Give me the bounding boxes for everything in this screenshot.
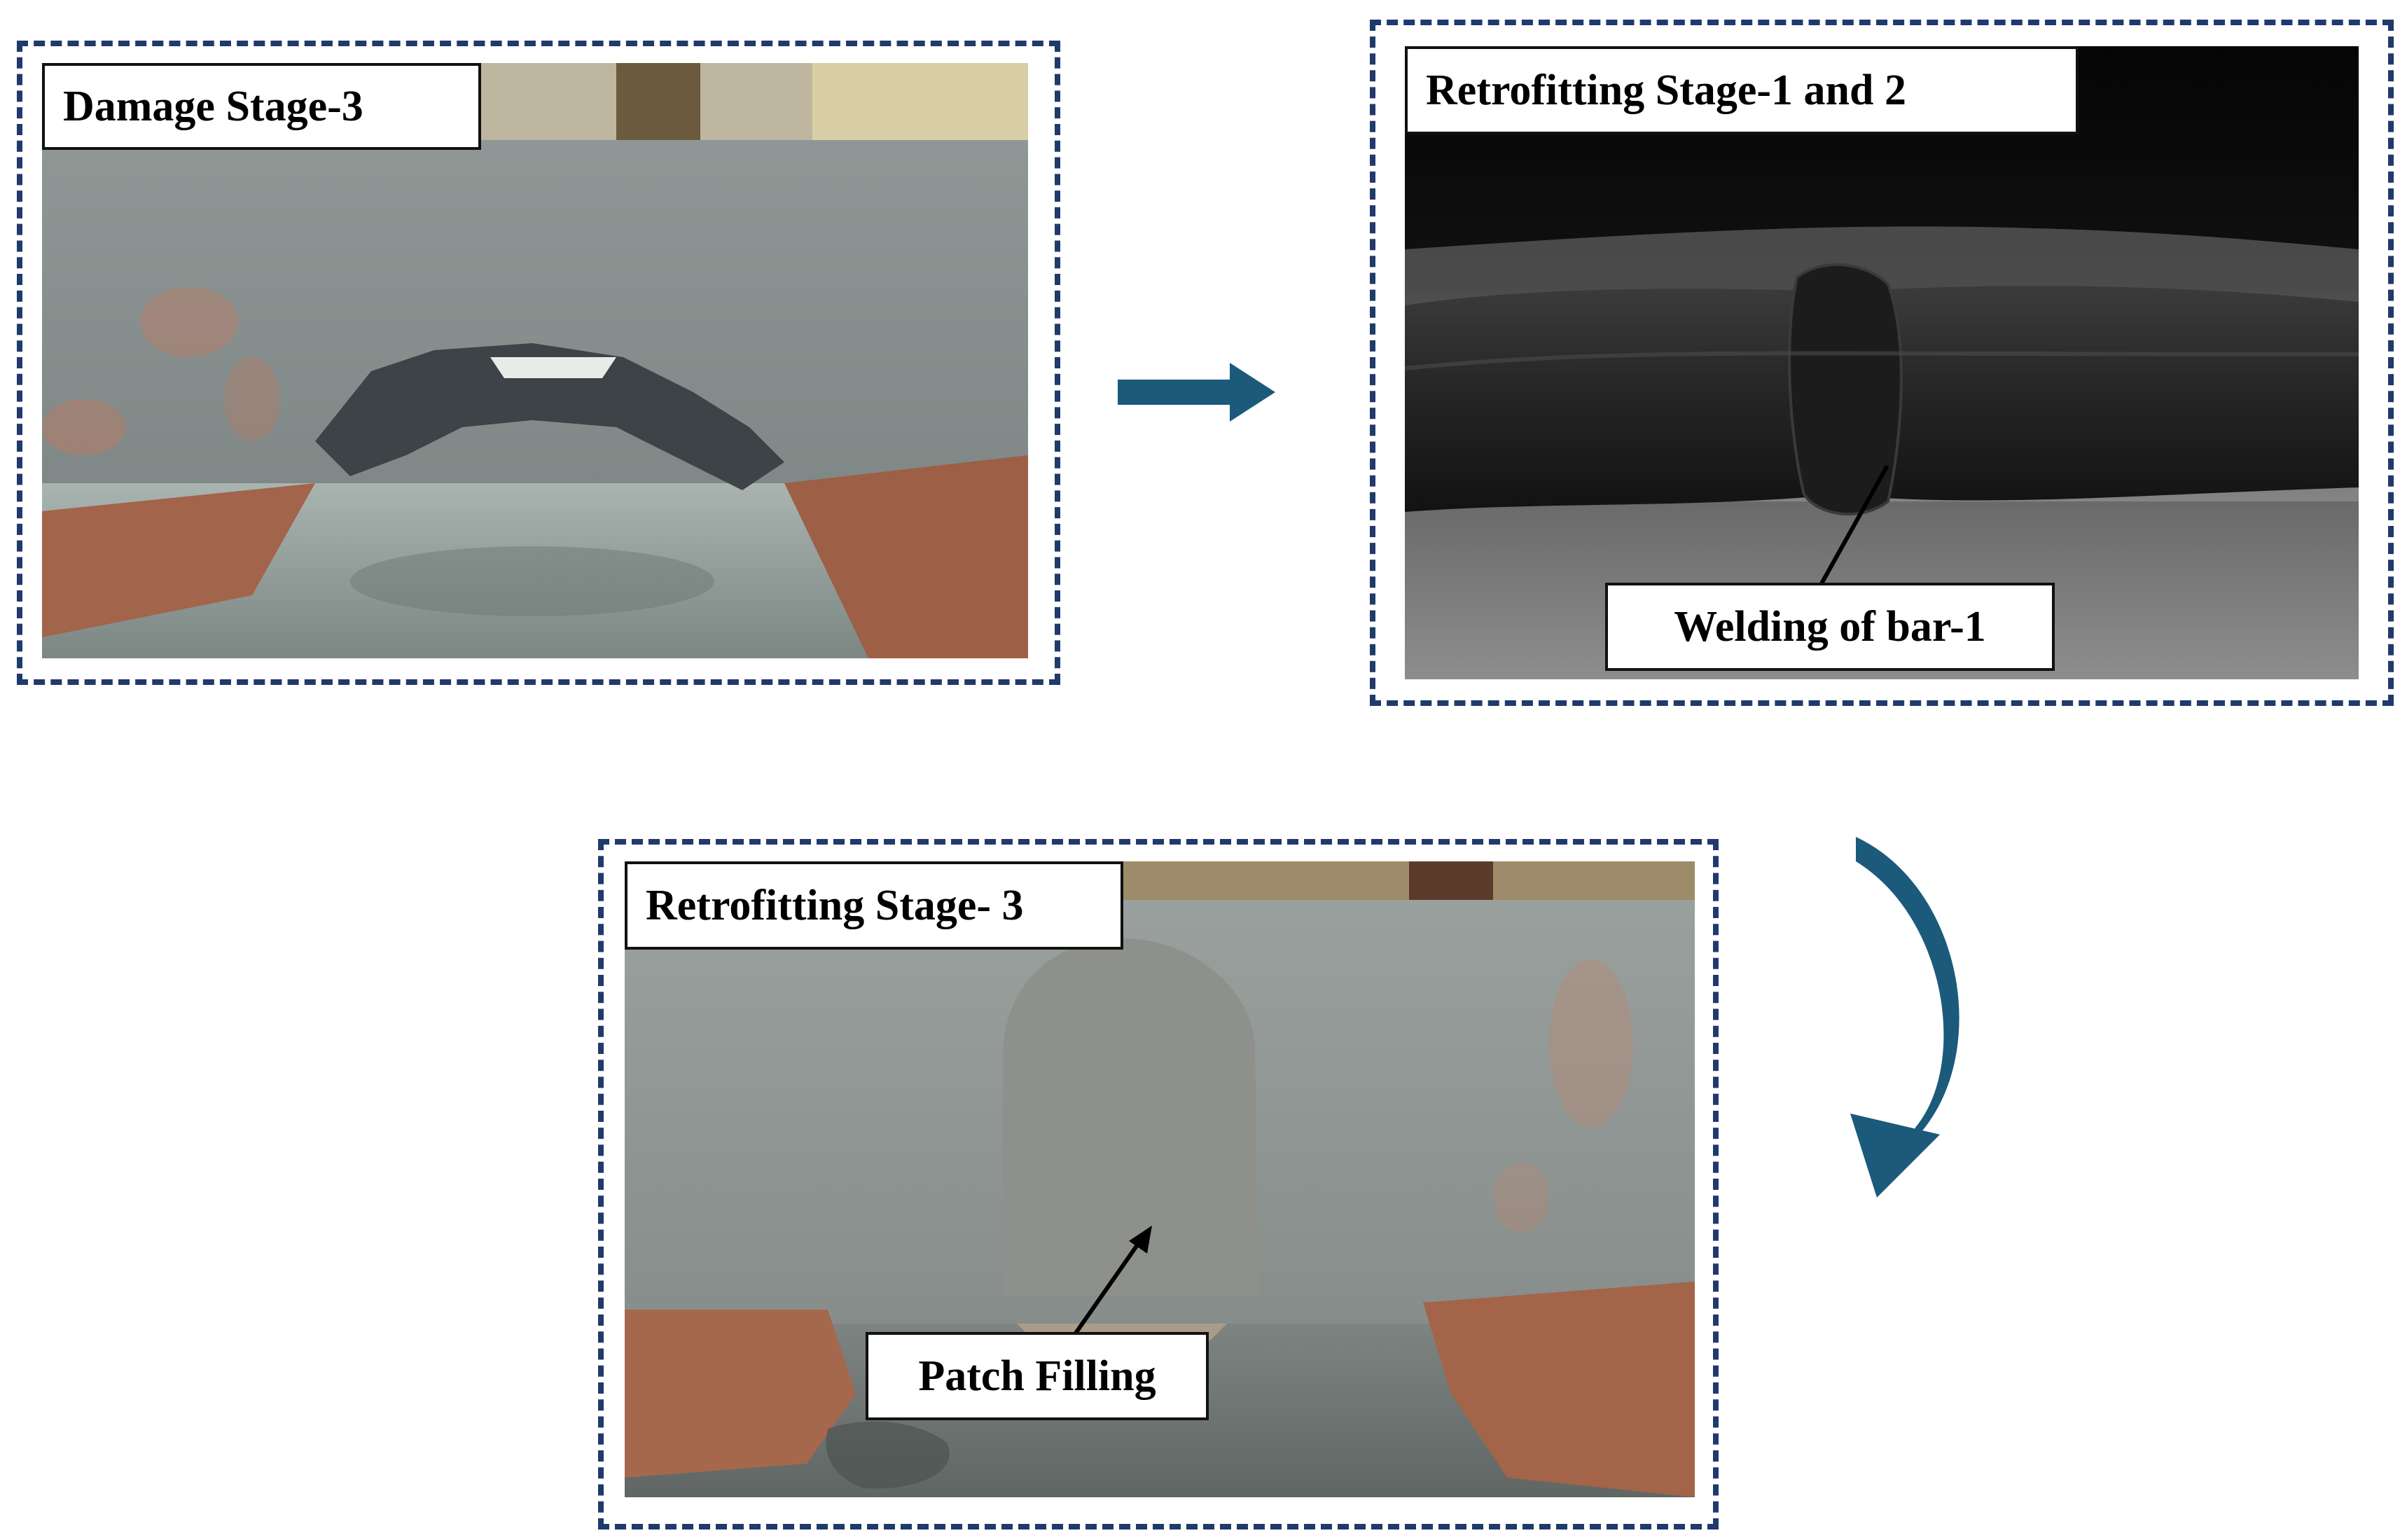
welding-callout-label: Welding of bar-1 — [1605, 583, 2055, 671]
retrofit-stage-1-2-panel — [1370, 20, 2394, 706]
patch-filling-callout-label: Patch Filling — [866, 1332, 1209, 1420]
patch-pointer-arrow — [1068, 1226, 1152, 1343]
welding-photo — [1405, 46, 2359, 679]
retrofit-stage-3-panel — [598, 839, 1719, 1529]
retrofit-stage-1-2-label: Retrofitting Stage-1 and 2 — [1405, 46, 2079, 134]
welding-pointer-line — [1819, 464, 1889, 586]
curved-arrow-icon — [1850, 837, 1959, 1198]
damage-stage-photo — [42, 63, 1028, 658]
damage-stage-label: Damage Stage-3 — [42, 63, 481, 150]
retrofit-stage-3-label: Retrofitting Stage- 3 — [625, 861, 1123, 950]
patch-filling-photo — [625, 861, 1695, 1497]
damage-stage-panel — [17, 41, 1060, 685]
right-arrow-icon — [1118, 363, 1275, 422]
